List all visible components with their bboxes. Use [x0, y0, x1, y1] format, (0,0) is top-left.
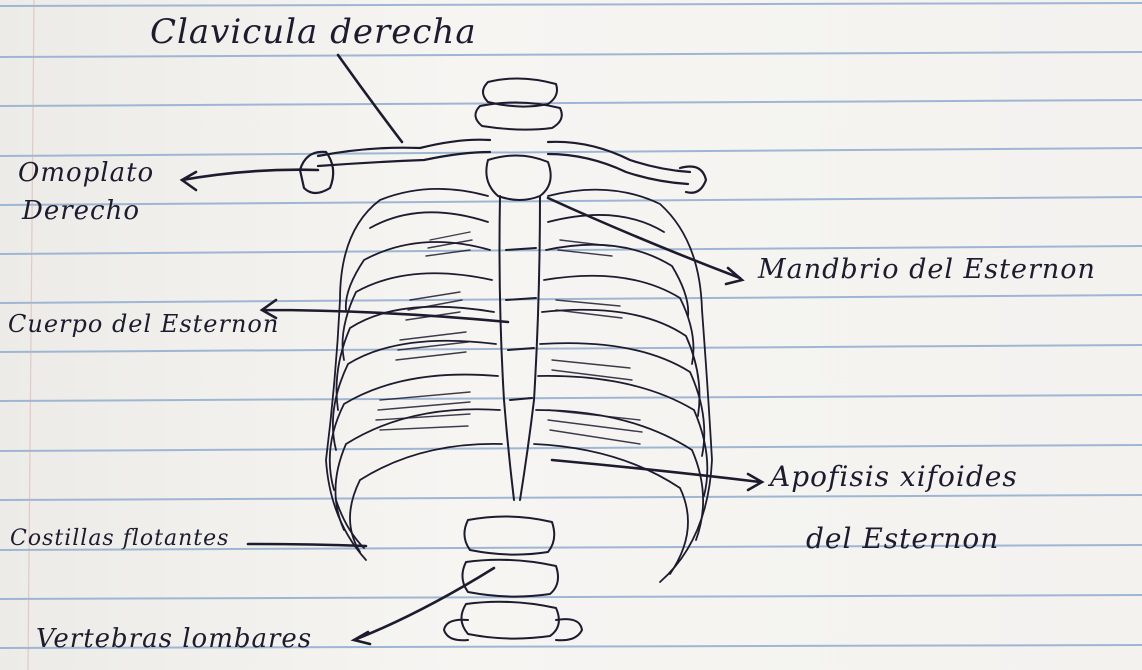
label-clavicle: Clavicula derecha — [150, 12, 477, 52]
label-xiphoid-line1: Apofisis xifoides — [770, 460, 1018, 493]
label-sternum-body: Cuerpo del Esternon — [8, 310, 279, 338]
label-lumbar-vertebrae: Vertebras lombares — [36, 624, 312, 654]
lumbar-vertebrae — [444, 516, 582, 640]
label-manubrium: Mandbrio del Esternon — [758, 254, 1096, 285]
cervical-vertebrae — [475, 78, 561, 129]
sternum-outline — [486, 155, 550, 500]
label-xiphoid-line2: del Esternon — [806, 522, 999, 555]
label-floating-ribs: Costillas flotantes — [10, 526, 229, 551]
rib-shading — [376, 232, 642, 444]
ribs-left — [326, 189, 502, 560]
label-pointers — [182, 55, 762, 644]
label-scapula-line2: Derecho — [22, 196, 140, 226]
label-scapula-line1: Omoplato — [18, 158, 154, 188]
clavicle-bones — [300, 140, 706, 193]
ribs-right — [534, 190, 712, 582]
